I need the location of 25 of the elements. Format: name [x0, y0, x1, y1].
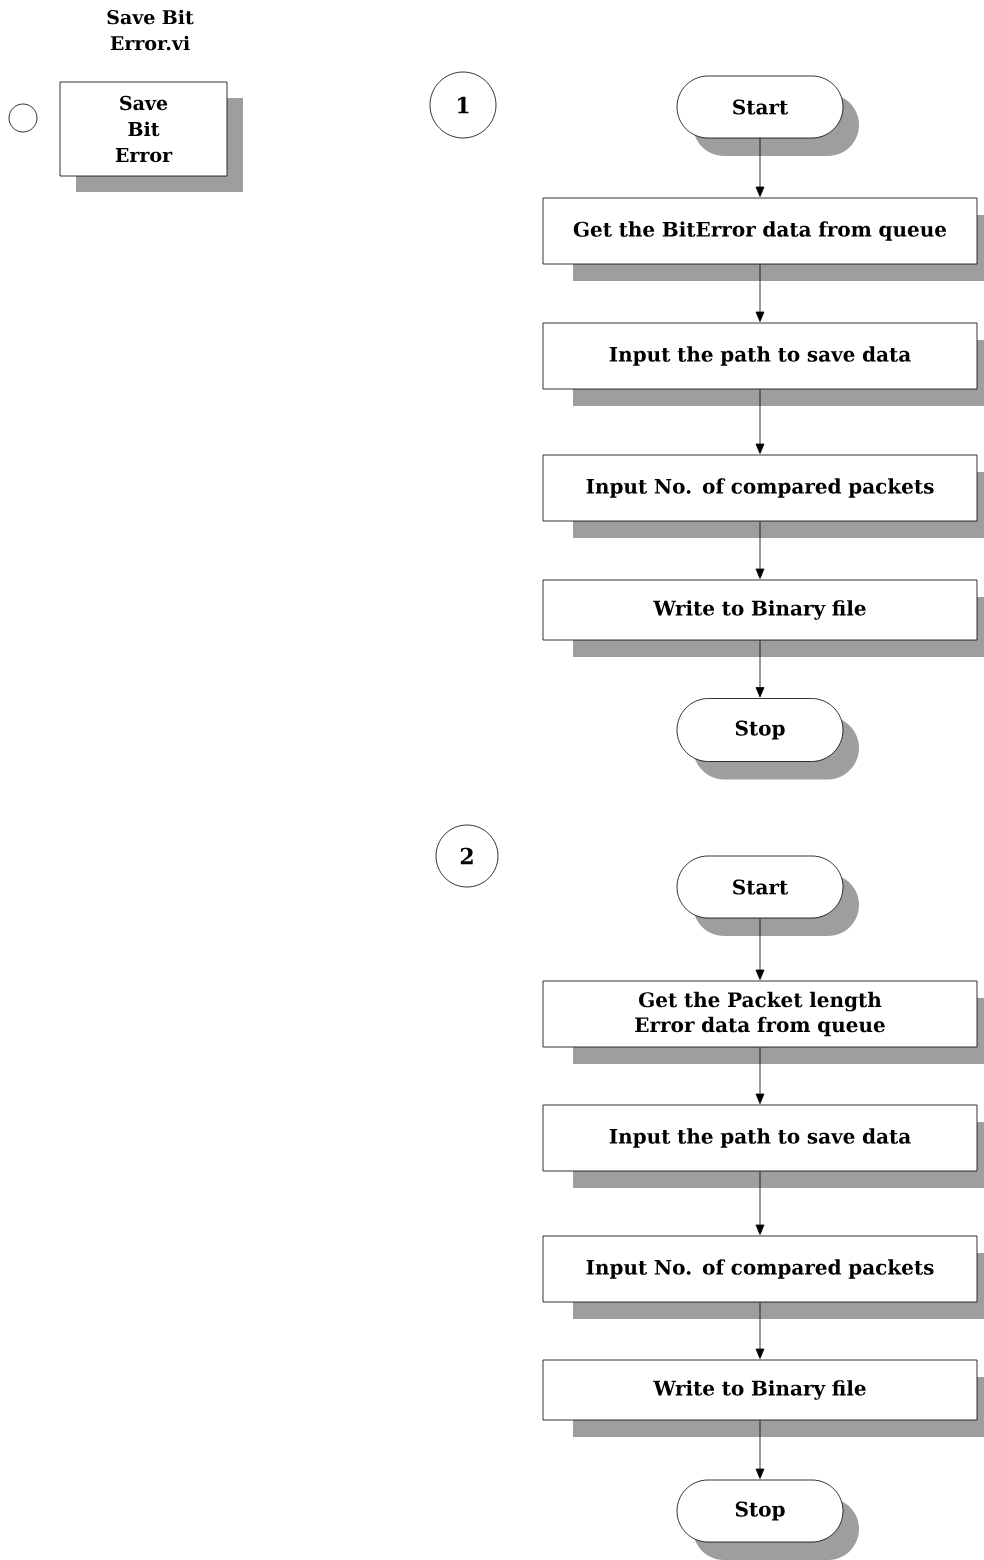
process-box: Get the BitError data from queue: [542, 197, 984, 281]
process-box: Input No. of compared packets: [542, 1235, 984, 1319]
box-heading: Save Bit Error.vi: [107, 9, 194, 51]
arrow: [755, 1420, 765, 1479]
process-box: Write to Binary file: [542, 1359, 984, 1437]
process-box: Input No. of compared packets: [542, 454, 984, 538]
terminal-box: Stop: [676, 1479, 859, 1560]
arrow: [755, 918, 765, 980]
process-box: Write to Binary file: [542, 579, 984, 657]
process-box: Get the Packet length Error data from queue: [542, 980, 984, 1064]
arrow: [755, 138, 765, 197]
circle-symbol: [8, 103, 38, 133]
arrow: [755, 640, 765, 698]
arrow: [755, 389, 765, 454]
process-box: Input the path to save data: [542, 322, 984, 406]
arrow: [755, 264, 765, 322]
arrow: [755, 1047, 765, 1104]
terminal-box: Start: [676, 75, 859, 156]
terminal-box: Stop: [676, 698, 859, 780]
process-box: Input the path to save data: [542, 1104, 984, 1188]
arrow: [755, 521, 765, 579]
arrow: [755, 1171, 765, 1235]
arrow: [755, 1302, 765, 1359]
process-box: Save Bit Error: [59, 81, 243, 192]
terminal-box: Start: [676, 855, 859, 936]
